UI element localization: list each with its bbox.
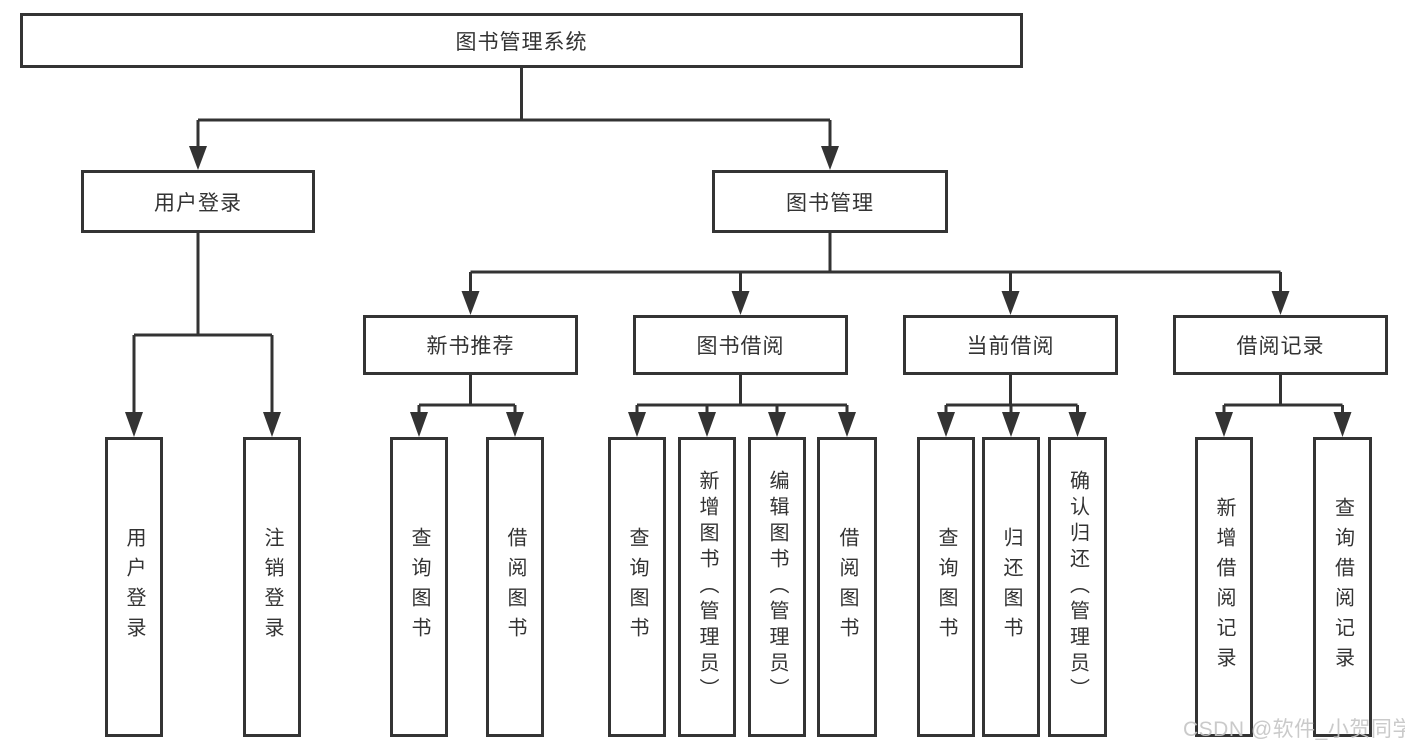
leaf-edit-books-admin: 编辑图书（管理员） (748, 437, 806, 737)
leaf-add-borrow-record: 新增借阅记录 (1195, 437, 1253, 737)
leaf-add-books-admin-label: 新增图书（管理员） (696, 470, 718, 704)
leaf-query-books-borrowing-label: 查询图书 (626, 527, 648, 647)
leaf-query-books-current-label: 查询图书 (935, 527, 957, 647)
node-new-book-recommend: 新书推荐 (363, 315, 578, 375)
leaf-user-login-label: 用户登录 (123, 527, 145, 647)
node-user-login-branch-label: 用户登录 (154, 191, 242, 215)
node-current-borrowing: 当前借阅 (903, 315, 1118, 375)
arrowhead-icons (125, 146, 1352, 437)
leaf-confirm-return-admin: 确认归还（管理员） (1048, 437, 1107, 737)
leaf-query-books-recommend: 查询图书 (390, 437, 448, 737)
leaf-logout-label: 注销登录 (261, 527, 283, 647)
node-current-borrowing-label: 当前借阅 (966, 335, 1055, 358)
leaf-borrow-books-borrowing-label: 借阅图书 (836, 527, 858, 647)
connector-stroke (132, 68, 1344, 418)
leaf-add-borrow-record-label: 新增借阅记录 (1213, 497, 1235, 677)
node-borrowing-records-label: 借阅记录 (1236, 335, 1325, 358)
node-new-book-recommend-label: 新书推荐 (426, 335, 515, 358)
leaf-borrow-books-recommend: 借阅图书 (486, 437, 544, 737)
node-book-borrowing: 图书借阅 (633, 315, 848, 375)
leaf-logout: 注销登录 (243, 437, 301, 737)
node-library-system: 图书管理系统 (20, 13, 1023, 68)
node-user-login-branch: 用户登录 (81, 170, 315, 233)
leaf-query-books-borrowing: 查询图书 (608, 437, 666, 737)
csdn-watermark: CSDN @软件_小贺同学 (1183, 718, 1405, 741)
leaf-add-books-admin: 新增图书（管理员） (678, 437, 736, 737)
leaf-borrow-books-borrowing: 借阅图书 (817, 437, 877, 737)
leaf-return-books: 归还图书 (982, 437, 1040, 737)
leaf-query-books-recommend-label: 查询图书 (408, 527, 430, 647)
node-library-system-label: 图书管理系统 (455, 30, 588, 54)
node-borrowing-records: 借阅记录 (1173, 315, 1388, 375)
leaf-return-books-label: 归还图书 (1000, 527, 1022, 647)
node-book-management: 图书管理 (712, 170, 948, 233)
leaf-query-borrow-record-label: 查询借阅记录 (1331, 497, 1354, 677)
leaf-query-borrow-record: 查询借阅记录 (1313, 437, 1372, 737)
leaf-edit-books-admin-label: 编辑图书（管理员） (766, 470, 788, 704)
leaf-user-login: 用户登录 (105, 437, 163, 737)
leaf-borrow-books-recommend-label: 借阅图书 (504, 527, 526, 647)
leaf-query-books-current: 查询图书 (917, 437, 975, 737)
leaf-confirm-return-admin-label: 确认归还（管理员） (1066, 470, 1089, 704)
node-book-borrowing-label: 图书借阅 (696, 335, 785, 358)
node-book-management-label: 图书管理 (786, 191, 874, 215)
